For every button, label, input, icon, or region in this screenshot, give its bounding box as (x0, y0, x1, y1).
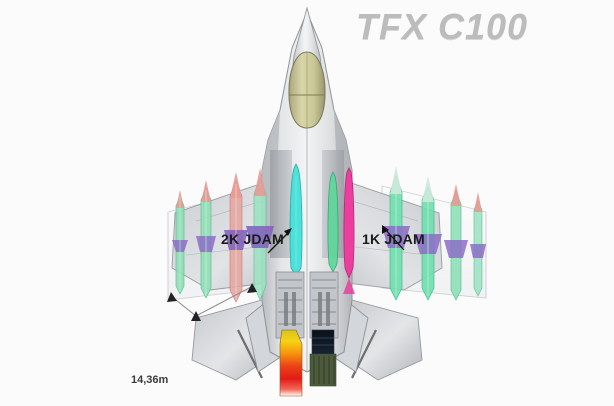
wingspan-dimension-label: 14,36m (131, 374, 169, 386)
left-weapon-station-1 (172, 190, 188, 295)
left-weapon-station-3 (224, 172, 248, 303)
right-weapon-station-3 (444, 184, 468, 301)
canopy (288, 51, 326, 129)
leader-arrow-2k-jdam (267, 228, 292, 254)
right-weapon-station-1 (382, 166, 410, 301)
left-engine-afterburner (279, 329, 303, 397)
callout-label-2k-jdam: 2K JDAM (221, 231, 284, 247)
right-engine-internals (309, 329, 337, 387)
leader-arrow-1k-jdam (382, 225, 405, 251)
callout-label-1k-jdam: 1K JDAM (362, 231, 425, 247)
right-weapon-station-2 (414, 176, 442, 301)
engine-cutaway-machinery (275, 271, 339, 339)
left-weapon-station-4-2k-jdam (246, 168, 274, 301)
right-weapon-station-4 (470, 192, 486, 297)
bay-bomb-right-aux (343, 167, 355, 294)
page-title: TFX C100 (356, 6, 529, 47)
left-weapon-station-2 (196, 180, 216, 299)
wingspan-dimension-leaders (167, 283, 257, 321)
